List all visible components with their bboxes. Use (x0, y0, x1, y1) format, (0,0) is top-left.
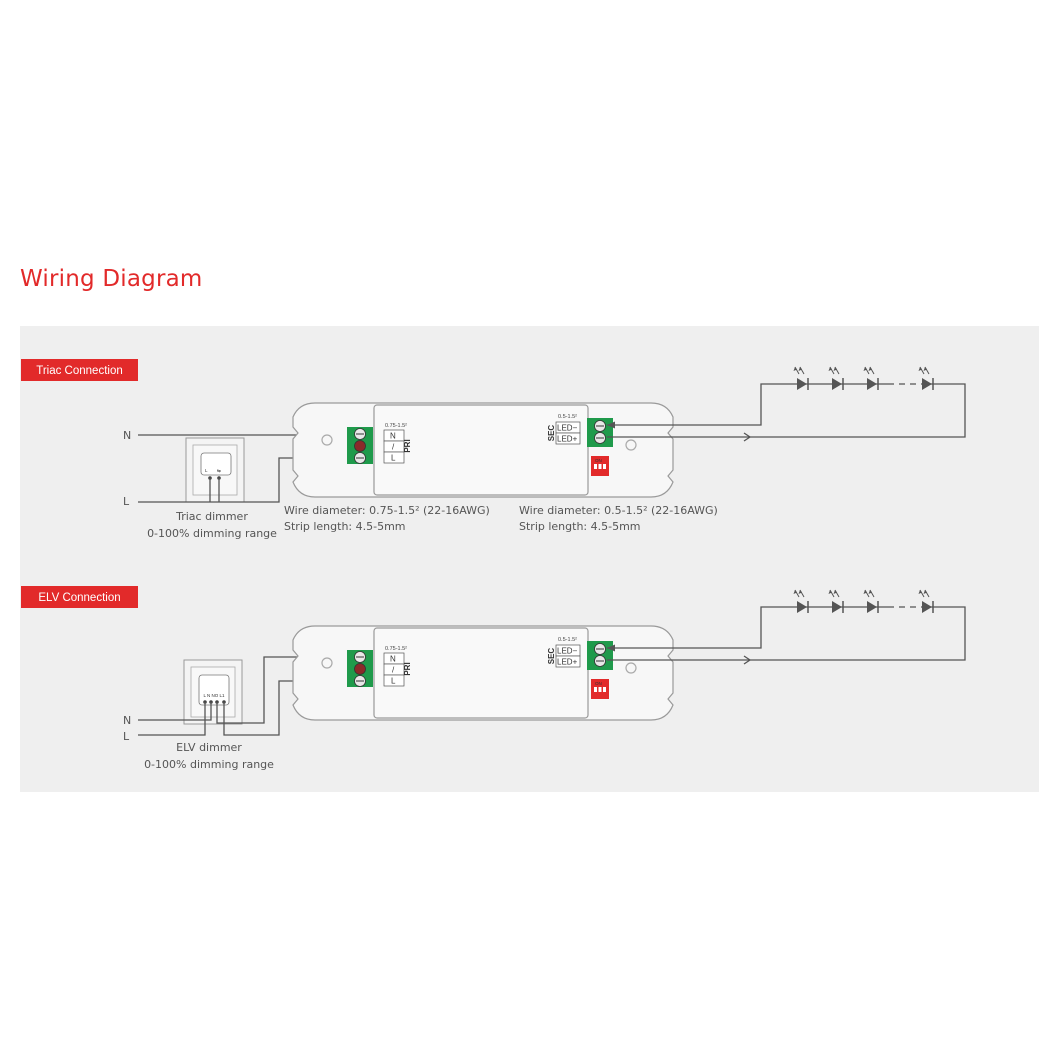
l-label: L (123, 730, 130, 743)
pri-wire-diameter: Wire diameter: 0.75-1.5² (22-16AWG) (284, 504, 490, 517)
dimmer-range: 0-100% dimming range (144, 758, 274, 771)
dimmer-name: Triac dimmer (175, 510, 248, 523)
terminal-n: N (390, 655, 396, 664)
section-tag-label: Triac Connection (36, 365, 123, 377)
terminal-slash: / (392, 666, 395, 675)
terminal-slash: / (392, 443, 395, 452)
terminal-l: L (391, 677, 396, 686)
led-minus: LED− (557, 424, 578, 433)
terminal-l: L (391, 454, 396, 463)
switch-on: ON (595, 458, 602, 463)
section-elv: ELV Connection N L L N NO L1 ELV dimmer … (21, 586, 966, 771)
elv-dimmer: L N NO L1 (183, 659, 243, 725)
section-tag-triac (21, 359, 138, 381)
section-tag-label: ELV Connection (38, 592, 120, 604)
dimmer-pins: L N NO L1 (203, 693, 225, 698)
led-plus: LED+ (557, 658, 578, 667)
sec-label: SEC (547, 648, 556, 665)
diagram-panel: Triac Connection N L L ⇆ Triac dimmer 0-… (20, 326, 1039, 792)
dimmer-range: 0-100% dimming range (147, 527, 277, 540)
section-triac: Triac Connection N L L ⇆ Triac dimmer 0-… (21, 359, 966, 540)
sec-wire-diameter: Wire diameter: 0.5-1.5² (22-16AWG) (519, 504, 718, 517)
n-label: N (123, 429, 131, 442)
led-plus: LED+ (557, 435, 578, 444)
svg-text:L: L (205, 468, 208, 473)
svg-text:⇆: ⇆ (217, 468, 221, 473)
pri-label: PRI (403, 439, 412, 452)
page-title: Wiring Diagram (20, 266, 203, 292)
switch-on: ON (595, 681, 602, 686)
section-tag-elv (21, 586, 138, 608)
sec-label: SEC (547, 425, 556, 442)
led-minus: LED− (557, 647, 578, 656)
terminal-n: N (390, 432, 396, 441)
l-label: L (123, 495, 130, 508)
sec-spec: 0.5-1.5² (558, 414, 577, 420)
sec-spec: 0.5-1.5² (558, 637, 577, 643)
triac-dimmer: L ⇆ (185, 437, 245, 503)
n-label: N (123, 714, 131, 727)
wiring-diagram: Triac Connection N L L ⇆ Triac dimmer 0-… (21, 359, 966, 771)
dimmer-name: ELV dimmer (176, 741, 242, 754)
pri-strip-length: Strip length: 4.5-5mm (284, 520, 406, 533)
pri-label: PRI (403, 662, 412, 675)
sec-strip-length: Strip length: 4.5-5mm (519, 520, 641, 533)
pri-spec: 0.75-1.5² (385, 646, 407, 652)
pri-spec: 0.75-1.5² (385, 423, 407, 429)
